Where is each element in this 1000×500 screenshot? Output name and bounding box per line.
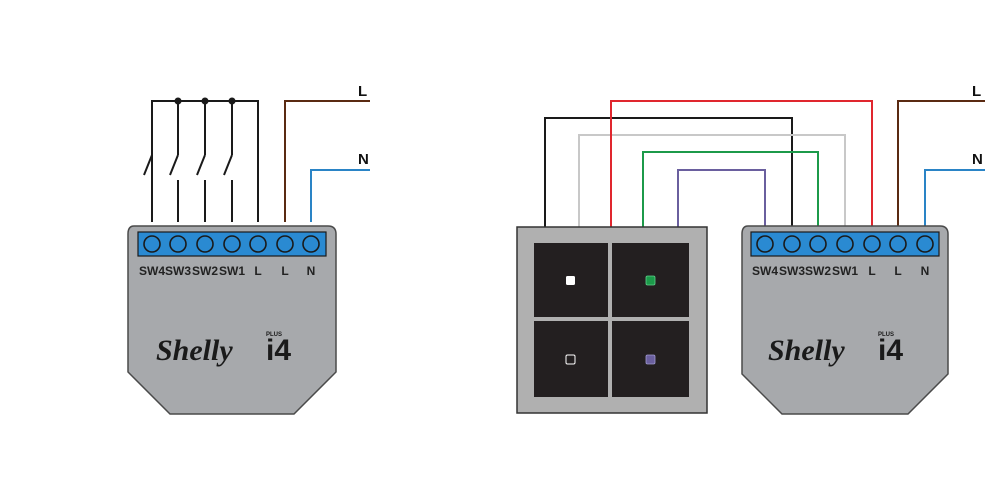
red-wire (610, 100, 873, 230)
switch-sw1 (223, 101, 233, 222)
indicator-white (566, 276, 575, 285)
right-neutral-label: N (972, 151, 983, 168)
left-shelly-device: SW4 SW3 SW2 SW1 L L N Shelly PLUS i4 (127, 225, 337, 415)
right-live-label: L (972, 83, 981, 100)
terminal-label-n: N (921, 264, 930, 278)
green-wire (642, 151, 819, 230)
terminal-label-l1: L (254, 264, 261, 278)
right-live-wire (897, 100, 985, 230)
terminal-label-l1: L (868, 264, 875, 278)
grey-wire (578, 134, 846, 230)
brand-model-text: i4 (878, 334, 903, 367)
switch-sw3 (169, 101, 179, 222)
terminal-screws (756, 235, 934, 253)
left-neutral-wire (310, 169, 370, 222)
right-wiring (544, 100, 985, 230)
terminal-label-sw4: SW4 (752, 264, 778, 278)
brand-plus-text: PLUS (878, 332, 894, 338)
terminal-label-l2: L (894, 264, 901, 278)
right-shelly-device: SW4 SW3 SW2 SW1 L L N Shelly PLUS i4 (741, 225, 949, 415)
left-neutral-label: N (358, 151, 369, 168)
switch-sw4 (143, 101, 153, 222)
left-live-label: L (358, 83, 367, 100)
brand-logo-text: Shelly (156, 334, 233, 367)
switch-sw2 (196, 101, 206, 222)
black-wire (544, 117, 793, 230)
terminal-label-sw3: SW3 (165, 264, 191, 278)
indicator-green (645, 275, 656, 286)
brand-logo-text: Shelly (768, 334, 845, 367)
left-live-wire (284, 100, 370, 222)
indicator-purple (645, 354, 656, 365)
terminal-label-sw4: SW4 (139, 264, 165, 278)
right-neutral-wire (924, 169, 985, 230)
terminal-label-sw2: SW2 (805, 264, 831, 278)
left-wiring: L N (143, 83, 370, 222)
brand-model-text: i4 (266, 334, 291, 367)
terminal-label-sw1: SW1 (219, 264, 245, 278)
terminal-label-sw1: SW1 (832, 264, 858, 278)
wall-switch (516, 226, 708, 414)
device-body (127, 225, 337, 415)
terminal-label-l2: L (281, 264, 288, 278)
terminal-label-sw3: SW3 (779, 264, 805, 278)
device-body (741, 225, 949, 415)
terminal-label-n: N (307, 264, 316, 278)
terminal-screws (143, 235, 320, 253)
brand-plus-text: PLUS (266, 332, 282, 338)
terminal-label-sw2: SW2 (192, 264, 218, 278)
purple-wire (677, 169, 766, 230)
indicator-outline (565, 354, 576, 365)
